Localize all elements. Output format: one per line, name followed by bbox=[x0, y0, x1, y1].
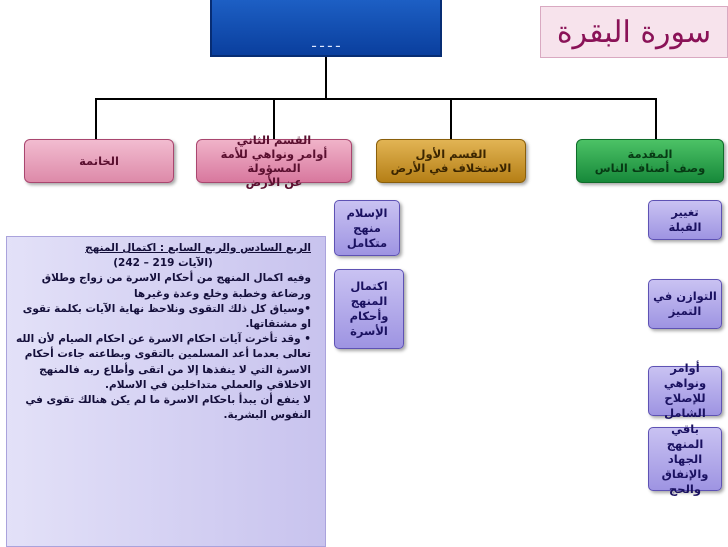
node-balance-label-1: التوازن في bbox=[653, 289, 717, 303]
panel-verses: (الآيات 219 – 242) bbox=[113, 257, 213, 270]
connector-root-vertical bbox=[325, 57, 327, 99]
node-part-two-subtitle: أوامر ونواهي للأمة المسؤولة bbox=[220, 147, 328, 175]
node-part-two-title: القسم الثاني bbox=[236, 133, 312, 147]
node-conclusion[interactable]: الخاتمة bbox=[24, 139, 174, 183]
connector-horizontal-bus bbox=[95, 98, 656, 100]
node-introduction-subtitle: وصف أصناف الناس bbox=[594, 161, 706, 175]
node-qibla-change-label: تغيير القبلة bbox=[668, 205, 702, 234]
node-balance[interactable]: التوازن في التميز bbox=[648, 279, 722, 329]
node-qibla-change[interactable]: تغيير القبلة bbox=[648, 200, 722, 240]
panel-heading: الربع السادس والربع السابع : اكتمال المن… bbox=[85, 242, 311, 254]
panel-paragraph-3: • وقد تأخرت آيات احكام الاسرة عن احكام ا… bbox=[15, 333, 311, 391]
node-introduction[interactable]: المقدمة وصف أصناف الناس bbox=[576, 139, 724, 183]
node-balance-label-2: التميز bbox=[668, 304, 702, 318]
connector-part1 bbox=[450, 98, 452, 139]
node-islam-method-label-1: الإسلام منهج bbox=[346, 205, 388, 235]
node-part-one[interactable]: القسم الأول الاستخلاف في الأرض bbox=[376, 139, 526, 183]
page-title: سورة البقرة bbox=[556, 14, 712, 50]
panel-paragraph-2: •وسياق كل ذلك التقوى ونلاحظ نهاية الآيات… bbox=[22, 302, 311, 331]
panel-paragraph-4: لا ينفع أن يبدأ باحكام الاسرة ما لم يكن … bbox=[25, 394, 311, 422]
connector-conclusion bbox=[95, 98, 97, 139]
title-box: سورة البقرة bbox=[540, 6, 728, 58]
node-family-rules-label-1: اكتمال المنهج bbox=[350, 279, 388, 308]
node-part-two-subtitle-2: عن الأرض bbox=[245, 175, 303, 189]
node-commands-reform-label-1: أوامر ونواهي bbox=[663, 361, 707, 390]
node-part-two[interactable]: القسم الثاني أوامر ونواهي للأمة المسؤولة… bbox=[196, 133, 352, 189]
node-rest-method-label-3: والحج bbox=[669, 481, 701, 496]
node-rest-method[interactable]: باقي المنهج الجهاد والإنفاق والحج bbox=[648, 422, 722, 496]
details-panel: الربع السادس والربع السابع : اكتمال المن… bbox=[6, 236, 326, 547]
node-islam-method-label-2: متكامل bbox=[346, 235, 388, 250]
node-family-rules[interactable]: اكتمال المنهج وأحكام الأسرة bbox=[334, 269, 404, 349]
node-islam-method[interactable]: الإسلام منهج متكامل bbox=[334, 200, 400, 256]
panel-paragraph-1: وفيه اكمال المنهج من أحكام الاسرة من زوا… bbox=[41, 272, 311, 300]
node-part-one-subtitle: الاستخلاف في الأرض bbox=[390, 161, 512, 175]
root-node-label: ـ ـ ـ ـ bbox=[312, 36, 340, 51]
node-part-one-title: القسم الأول bbox=[415, 147, 487, 161]
connector-part2 bbox=[273, 98, 275, 139]
node-conclusion-title: الخاتمة bbox=[79, 154, 119, 168]
connector-intro bbox=[655, 98, 657, 139]
node-rest-method-label-1: باقي المنهج bbox=[666, 421, 704, 451]
node-introduction-title: المقدمة bbox=[627, 147, 673, 161]
node-family-rules-label-2: وأحكام الأسرة bbox=[349, 309, 389, 338]
root-node[interactable]: ـ ـ ـ ـ bbox=[210, 0, 442, 57]
node-commands-reform-label-2: للإصلاح الشامل bbox=[664, 391, 706, 420]
node-commands-reform[interactable]: أوامر ونواهي للإصلاح الشامل bbox=[648, 361, 722, 420]
node-rest-method-label-2: الجهاد والإنفاق bbox=[661, 451, 709, 481]
